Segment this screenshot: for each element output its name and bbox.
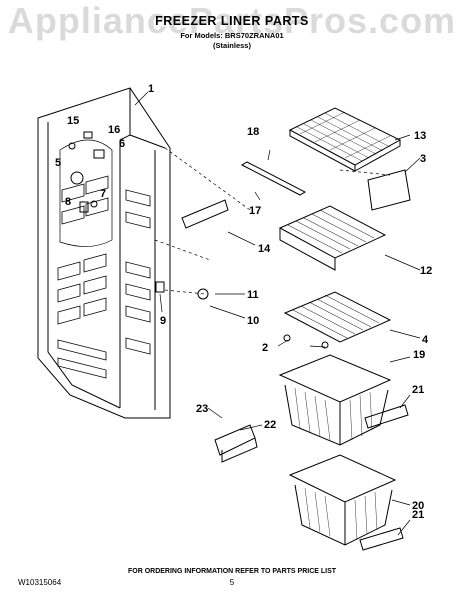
basket-upper <box>278 354 392 446</box>
liner-hardware <box>68 131 209 300</box>
callout-13: 13 <box>414 130 426 142</box>
page-number: 5 <box>229 578 235 587</box>
callout-17: 17 <box>249 205 261 217</box>
callout-22: 22 <box>264 419 276 431</box>
callout-9: 9 <box>160 315 166 327</box>
callout-12: 12 <box>420 265 432 277</box>
callout-7: 7 <box>100 188 106 200</box>
finish-line: (Stainless) <box>213 41 251 50</box>
callout-14: 14 <box>258 243 271 255</box>
freezer-liner <box>37 87 171 419</box>
callout-18: 18 <box>247 126 259 138</box>
callout-6: 6 <box>119 138 125 150</box>
model-line: For Models: BRS70ZRANA01 <box>180 31 284 40</box>
watermark: AppliancePartsPros.com <box>7 0 457 41</box>
page-title: FREEZER LINER PARTS <box>155 14 309 28</box>
wire-shelf-lower <box>283 291 392 349</box>
callout-8: 8 <box>65 196 71 208</box>
callout-5: 5 <box>55 157 61 169</box>
callout-19: 19 <box>413 349 425 361</box>
callout-2: 2 <box>262 342 268 354</box>
document-number: W10315064 <box>18 578 62 587</box>
callout-21-upper: 21 <box>412 384 424 396</box>
cover-shelf <box>288 107 402 172</box>
callout-labels: 1 2 3 4 5 6 7 8 9 10 11 12 13 14 15 16 1… <box>55 83 432 521</box>
callout-21-lower: 21 <box>412 509 424 521</box>
liner-strip <box>181 199 229 229</box>
callout-23: 23 <box>196 403 208 415</box>
basket-trim-upper <box>364 404 409 429</box>
callout-15: 15 <box>67 115 79 127</box>
callout-4: 4 <box>422 334 429 346</box>
callout-1: 1 <box>148 83 154 95</box>
basket-lower <box>288 454 397 546</box>
callout-20: 20 <box>412 500 424 512</box>
callout-3: 3 <box>420 153 426 165</box>
basket-trim-lower <box>359 527 404 551</box>
callout-10: 10 <box>247 315 259 327</box>
shelf-trim <box>367 169 411 211</box>
wire-shelf-upper <box>278 205 387 271</box>
shelf-bracket <box>240 161 307 196</box>
ordering-note: FOR ORDERING INFORMATION REFER TO PARTS … <box>127 568 337 575</box>
callout-11: 11 <box>247 289 259 301</box>
callout-16: 16 <box>108 124 120 136</box>
